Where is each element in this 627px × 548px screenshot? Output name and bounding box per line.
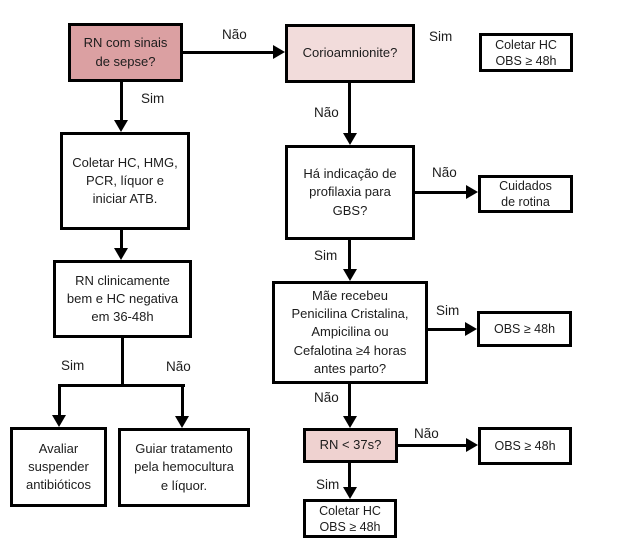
arrowhead-exames-down <box>114 248 128 260</box>
node-cuidados-rotina: Cuidados de rotina <box>478 175 573 213</box>
node-cuidados-rotina-text: Cuidados de rotina <box>499 179 552 209</box>
line-exames-down <box>120 230 123 249</box>
line-corio-down <box>348 83 351 134</box>
node-coletar-hc-baixo: Coletar HC OBS ≥ 48h <box>303 499 397 538</box>
edge-label-nao: Não <box>314 105 339 120</box>
line-gbs-to-cuidados <box>415 191 466 194</box>
node-guiar-tratamento-text: Guiar tratamento pela hemocultura e líqu… <box>134 441 234 493</box>
node-coletar-exames-text: Coletar HC, HMG, PCR, líquor e iniciar A… <box>72 154 178 207</box>
node-obs-48h-baixo-text: OBS ≥ 48h <box>494 439 556 453</box>
edge-label-sim: Sim <box>429 29 453 44</box>
line-mae-down <box>348 384 351 417</box>
node-rn-37s-text: RN < 37s? <box>319 437 382 453</box>
node-obs-48h-meio: OBS ≥ 48h <box>477 311 572 347</box>
edge-label-sim: Sim <box>314 248 338 263</box>
node-profilaxia-gbs: Há indicação de profilaxia para GBS? <box>285 145 415 240</box>
arrowhead-mae-down <box>343 416 357 428</box>
node-rn-clinicamente-text: RN clinicamente bem e HC negativa em 36-… <box>66 272 179 325</box>
node-corioamnionite-text: Corioamnionite? <box>302 45 398 61</box>
line-rn37-to-obs <box>398 444 466 447</box>
arrowhead-branch-right <box>175 416 189 428</box>
node-mae-recebeu: Mãe recebeu Penicilina Cristalina, Ampic… <box>272 281 428 384</box>
line-sepsis-down <box>120 82 123 121</box>
edge-label-nao: Não <box>314 390 339 405</box>
arrowhead-rn37-down <box>343 487 357 499</box>
node-rn-sepsis: RN com sinais de sepse? <box>68 23 183 82</box>
node-coletar-hc-baixo-text: Coletar HC OBS ≥ 48h <box>319 503 381 534</box>
node-rn-37s: RN < 37s? <box>303 428 398 463</box>
arrowhead-mae-to-obs <box>465 322 477 336</box>
line-sepsis-to-corio <box>183 51 275 54</box>
arrowhead-rn37-to-obs <box>466 438 478 452</box>
edge-label-sim: Sim <box>436 303 460 318</box>
edge-label-nao: Não <box>166 359 191 374</box>
node-coletar-hc-top: Coletar HC OBS ≥ 48h <box>479 33 573 72</box>
line-branch-left-down <box>58 384 61 416</box>
line-branch-horizontal <box>58 384 185 387</box>
arrowhead-sepsis-down <box>114 120 128 132</box>
node-rn-clinicamente: RN clinicamente bem e HC negativa em 36-… <box>53 260 192 338</box>
node-obs-48h-baixo: OBS ≥ 48h <box>478 427 572 465</box>
edge-label-nao: Não <box>414 426 439 441</box>
arrowhead-corio-down <box>343 133 357 145</box>
edge-label-sim: Sim <box>61 358 85 373</box>
edge-label-sim: Sim <box>316 477 340 492</box>
arrowhead-gbs-down <box>343 269 357 281</box>
node-obs-48h-meio-text: OBS ≥ 48h <box>493 322 556 336</box>
line-clinicamente-down <box>121 338 124 387</box>
arrowhead-branch-left <box>52 415 66 427</box>
edge-label-nao: Não <box>432 165 457 180</box>
node-coletar-exames: Coletar HC, HMG, PCR, líquor e iniciar A… <box>60 132 190 230</box>
line-mae-to-obs <box>428 328 465 331</box>
node-profilaxia-gbs-text: Há indicação de profilaxia para GBS? <box>303 166 397 218</box>
line-gbs-down <box>348 240 351 270</box>
arrowhead-sepsis-to-corio <box>273 45 285 59</box>
node-mae-recebeu-text: Mãe recebeu Penicilina Cristalina, Ampic… <box>291 288 409 376</box>
node-avaliar-suspender-text: Avaliar suspender antibióticos <box>25 440 92 493</box>
node-coletar-hc-top-text: Coletar HC OBS ≥ 48h <box>495 37 557 68</box>
node-rn-sepsis-text: RN com sinais de sepse? <box>83 35 168 69</box>
edge-label-nao: Não <box>222 27 247 42</box>
line-rn37-down <box>348 463 351 488</box>
edge-label-sim: Sim <box>141 91 165 106</box>
node-avaliar-suspender: Avaliar suspender antibióticos <box>10 427 107 507</box>
arrowhead-gbs-to-cuidados <box>466 185 478 199</box>
line-branch-right-down <box>181 384 184 417</box>
node-corioamnionite: Corioamnionite? <box>285 24 415 83</box>
node-guiar-tratamento: Guiar tratamento pela hemocultura e líqu… <box>118 428 250 507</box>
